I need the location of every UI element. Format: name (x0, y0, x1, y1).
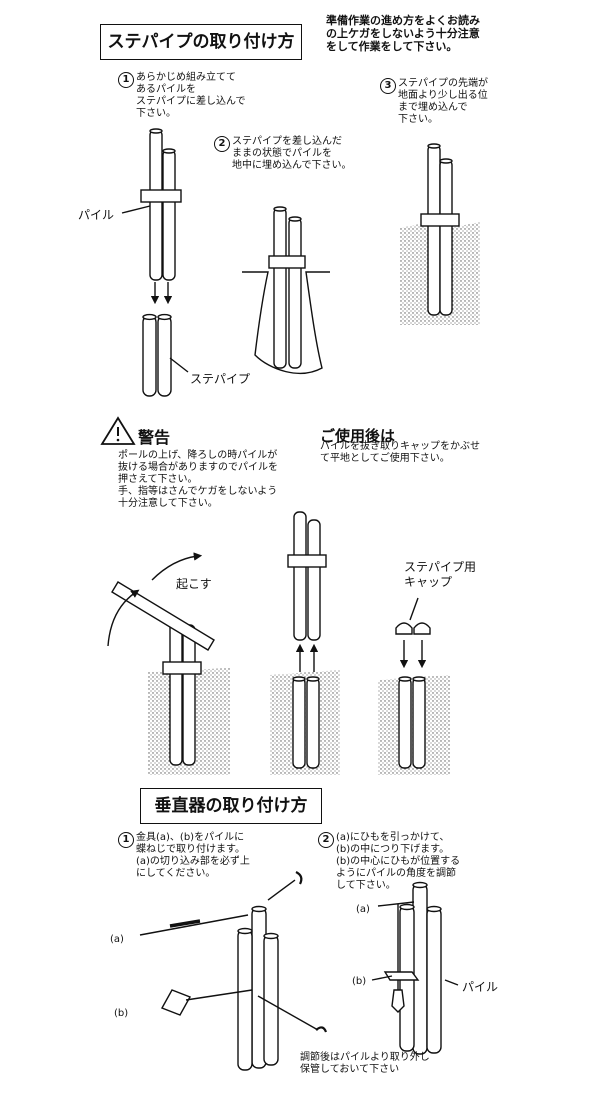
step3-figure (400, 144, 480, 325)
step2-number: 2 (214, 136, 230, 152)
cap-label: ステパイプ用 キャップ (404, 560, 476, 590)
vertical-step2-figure (372, 883, 458, 1055)
cap-figure (378, 598, 450, 775)
stepipe-label: ステパイプ (190, 370, 250, 387)
footer-note: 調節後はパイルより取り外し 保管しておいて下さい (300, 1052, 480, 1076)
step1-text: あらかじめ組み立てて あるパイルを ステパイプに差し込んで 下さい。 (136, 72, 286, 120)
section2-title: 垂直器の取り付け方 (140, 788, 322, 824)
vertical-step2-number: 2 (318, 832, 334, 848)
pile-label: パイル (78, 206, 114, 223)
step2-text: ステパイプを差し込んだ ままの状態でパイルを 地中に埋め込んで下さい。 (232, 136, 382, 172)
warning-triangle-icon (102, 418, 134, 444)
vertical-step2-text: (a)にひもを引っかけて、 (b)の中につり下げます。 (b)の中心にひもが位置… (336, 832, 516, 892)
step1-figure (122, 129, 188, 396)
preface-note: 準備作業の進め方をよくお読み の上ケガをしないよう十分注意 をして作業をして下さ… (326, 14, 596, 53)
pile-label-step2: パイル (462, 978, 498, 995)
bracket-b-label: (b) (114, 1008, 128, 1020)
section1-title: ステパイプの取り付け方 (100, 24, 302, 60)
after-use-text: パイルを抜き取りキャップをかぶせ て平地としてご使用下さい。 (320, 441, 540, 465)
step3-number: 3 (380, 78, 396, 94)
step1-number: 1 (118, 72, 134, 88)
step3-text: ステパイプの先端が 地面より少し出る位 まで埋め込んで 下さい。 (398, 78, 518, 126)
raise-label: 起こす (176, 575, 212, 592)
pullout-figure (270, 512, 340, 775)
step2-figure (242, 207, 330, 373)
vertical-step1-figure (140, 872, 326, 1070)
bracket-b-label-step2: (b) (352, 976, 366, 988)
bracket-a-label: (a) (110, 934, 124, 946)
vertical-step1-number: 1 (118, 832, 134, 848)
vertical-step1-text: 金具(a)、(b)をパイルに 蝶ねじで取り付けます。 (a)の切り込み部を必ず上… (136, 832, 296, 880)
bracket-a-label-step2: (a) (356, 904, 370, 916)
warning-heading: 警告 (138, 424, 170, 448)
warning-text: ポールの上げ、降ろしの時パイルが 抜ける場合がありますのでパイルを 押さえて下さ… (118, 450, 318, 510)
